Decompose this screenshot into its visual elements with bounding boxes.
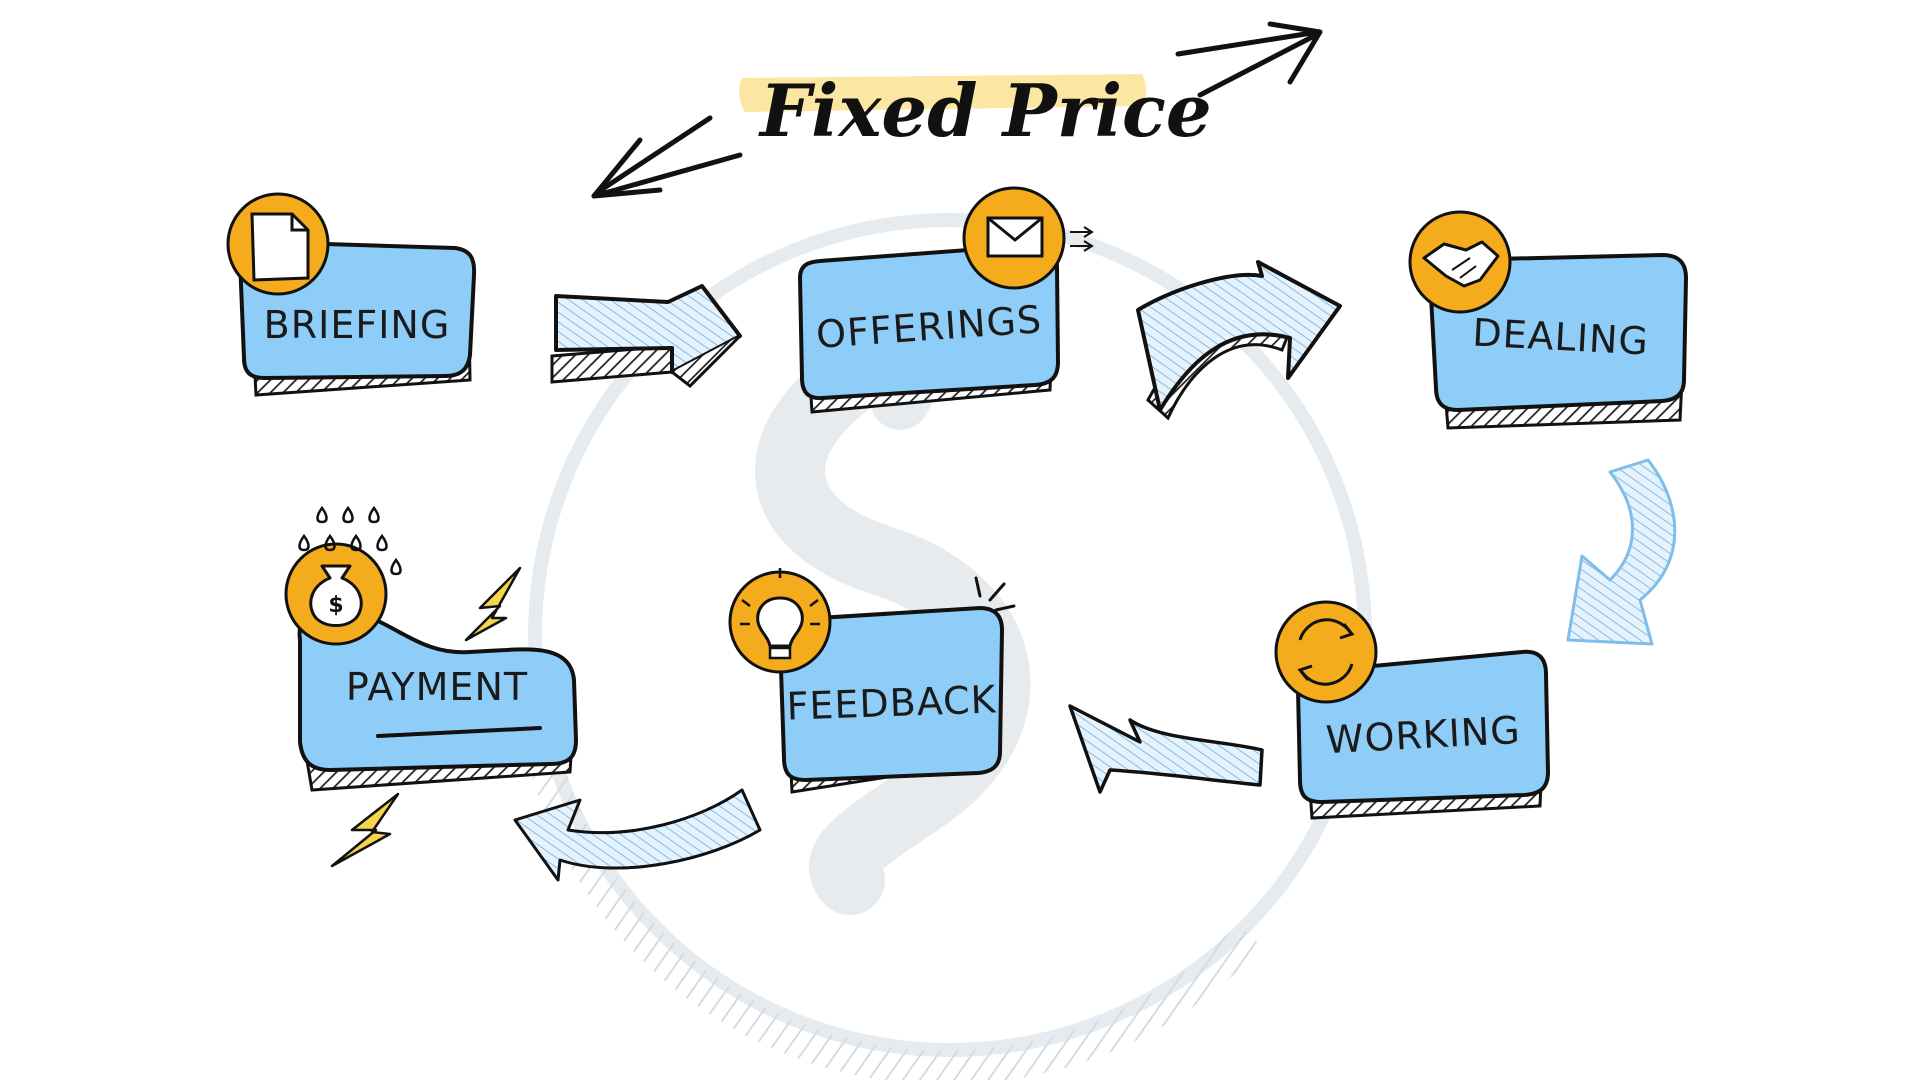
step-offerings: OFFERINGS: [797, 186, 1094, 414]
underline: [376, 726, 542, 738]
sparkle-icon: [974, 576, 1016, 612]
step-label: WORKING: [1325, 708, 1522, 762]
arrow-offerings-to-dealing-icon: [1136, 260, 1342, 421]
step-dealing: DEALING: [1408, 210, 1689, 430]
money-bag-icon: $: [284, 542, 388, 646]
left-arrow-icon: [591, 115, 743, 199]
right-arrow-icon: [1175, 21, 1323, 98]
arrow-dealing-to-working-icon: [1566, 458, 1677, 646]
cycle-icon: [1274, 600, 1378, 704]
step-label: PAYMENT: [346, 665, 528, 709]
step-payment: PAYMENT $: [284, 505, 579, 792]
arrow-working-to-feedback-icon: [1068, 704, 1264, 794]
step-label: DEALING: [1471, 310, 1650, 363]
step-feedback: FEEDBACK: [728, 568, 1016, 794]
document-icon: [226, 192, 330, 296]
page-title: Fixed Price: [739, 68, 1212, 153]
raindrops-icon: [298, 505, 402, 576]
step-briefing: BRIEFING: [226, 192, 477, 397]
title-text: Fixed Price: [758, 68, 1212, 153]
lightning-icon: [464, 566, 522, 642]
step-label: BRIEFING: [264, 303, 451, 347]
step-working: WORKING: [1274, 600, 1551, 820]
envelope-icon: [962, 186, 1094, 290]
step-label: FEEDBACK: [786, 677, 997, 728]
lightbulb-icon: [728, 568, 832, 674]
lightning-icon: [330, 792, 400, 868]
arrow-feedback-to-payment-icon: [513, 788, 762, 882]
arrow-briefing-to-offerings-icon: [550, 284, 742, 388]
title-highlight: [739, 74, 1146, 112]
handshake-icon: [1408, 210, 1512, 314]
svg-text:$: $: [328, 593, 343, 618]
